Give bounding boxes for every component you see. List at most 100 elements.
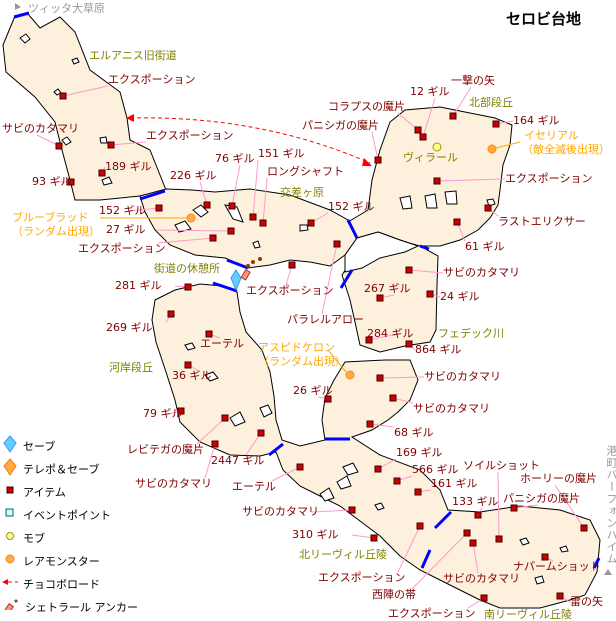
leader-line (554, 484, 585, 529)
leader-line (379, 376, 425, 379)
rare-monster-marker[interactable] (345, 370, 355, 380)
item-marker[interactable] (541, 553, 549, 561)
item-marker[interactable] (469, 539, 477, 547)
leader-line (411, 532, 468, 590)
item-marker[interactable] (259, 219, 267, 227)
item-marker[interactable] (184, 283, 192, 291)
item-marker[interactable] (167, 310, 175, 318)
item-marker[interactable] (67, 178, 75, 186)
leader-line (196, 417, 226, 445)
item-marker[interactable] (370, 534, 378, 542)
item-marker[interactable] (98, 169, 106, 177)
item-marker[interactable] (374, 156, 382, 164)
item-marker[interactable] (463, 529, 471, 537)
item-marker[interactable] (249, 213, 257, 221)
item-marker[interactable] (333, 240, 341, 248)
region-crossroads (139, 188, 358, 269)
item-marker[interactable] (414, 488, 422, 496)
item-marker[interactable] (228, 202, 236, 210)
item-marker[interactable] (484, 204, 492, 212)
shetrall-anchor-icon[interactable] (240, 257, 262, 281)
item-marker[interactable] (348, 506, 356, 514)
item-marker[interactable] (433, 177, 441, 185)
item-label: 79 ギル (143, 407, 183, 420)
mob-marker[interactable] (432, 142, 442, 152)
item-marker[interactable] (405, 340, 413, 348)
rare-monster-marker[interactable] (186, 213, 196, 223)
leader-line (157, 237, 214, 244)
item-label: 281 ギル (115, 279, 162, 292)
item-marker[interactable] (324, 395, 332, 403)
item-marker[interactable] (59, 92, 67, 100)
area-label: 南リーヴィル丘陵 (484, 608, 572, 621)
item-marker[interactable] (376, 294, 384, 302)
legend-item: アイテム (0, 481, 140, 499)
item-label: 27 ギル (106, 223, 146, 236)
item-marker[interactable] (393, 477, 401, 485)
area-label: 北部段丘 (469, 96, 513, 109)
item-marker[interactable] (580, 524, 588, 532)
leader-line (397, 525, 421, 573)
item-marker[interactable] (227, 227, 235, 235)
item-marker[interactable] (221, 414, 229, 422)
item-marker[interactable] (203, 201, 211, 209)
item-marker[interactable] (288, 261, 296, 269)
leader-line (513, 504, 539, 509)
rare-monster-name: アスピドケロン (258, 341, 335, 354)
item-marker[interactable] (376, 374, 384, 382)
item-marker[interactable] (419, 133, 427, 141)
item-marker-icon (6, 486, 14, 494)
item-marker[interactable] (414, 126, 422, 134)
item-marker[interactable] (205, 330, 213, 338)
item-marker[interactable] (177, 407, 185, 415)
item-label: 152 ギル (99, 204, 146, 217)
item-marker[interactable] (556, 592, 564, 600)
leader-line (199, 181, 208, 206)
item-marker[interactable] (365, 336, 373, 344)
rare-monster-name: ブルーブラッド (12, 211, 89, 224)
legend-save: セーブ (0, 435, 140, 453)
item-marker[interactable] (405, 266, 413, 274)
item-marker[interactable] (495, 535, 503, 543)
item-marker[interactable] (416, 522, 424, 530)
exit-north[interactable]: ツィッタ大草原 (28, 2, 105, 15)
item-marker[interactable] (307, 219, 315, 227)
item-marker[interactable] (209, 234, 217, 242)
item-marker[interactable] (492, 120, 500, 128)
item-label: ラストエリクサー (498, 215, 586, 228)
item-marker[interactable] (453, 218, 461, 226)
save-crystal-icon[interactable] (230, 269, 242, 292)
item-marker[interactable] (257, 429, 265, 437)
item-marker[interactable] (480, 594, 488, 602)
item-marker[interactable] (449, 112, 457, 120)
item-marker[interactable] (474, 511, 482, 519)
item-label: エクスポーション (505, 172, 593, 185)
item-marker[interactable] (296, 463, 304, 471)
item-label: パラレルアロー (287, 313, 364, 326)
page-title: セロビ台地 (506, 10, 582, 28)
item-label: 226 ギル (170, 169, 217, 182)
item-marker[interactable] (107, 141, 115, 149)
item-marker[interactable] (55, 142, 63, 150)
item-label: 284 ギル (367, 327, 414, 340)
rare-monster-note: （ランダム出現） (12, 225, 100, 238)
leader-line (311, 509, 353, 513)
item-label: エクスポーション (108, 73, 196, 86)
item-marker[interactable] (374, 465, 382, 473)
item-label: 164 ギル (513, 114, 560, 127)
leader-line (155, 229, 232, 232)
item-marker[interactable] (510, 504, 518, 512)
item-marker[interactable] (211, 440, 219, 448)
item-marker[interactable] (184, 361, 192, 369)
leader-line (436, 178, 506, 182)
item-marker[interactable] (426, 290, 434, 298)
item-label: エクスポーション (146, 129, 234, 142)
item-marker[interactable] (155, 204, 163, 212)
item-marker[interactable] (389, 394, 397, 402)
item-label: 2447 ギル (211, 454, 265, 467)
exit-east[interactable]: 港町バーフォンハイム (605, 445, 616, 565)
item-label: 12 ギル (410, 85, 450, 98)
item-marker[interactable] (366, 420, 374, 428)
